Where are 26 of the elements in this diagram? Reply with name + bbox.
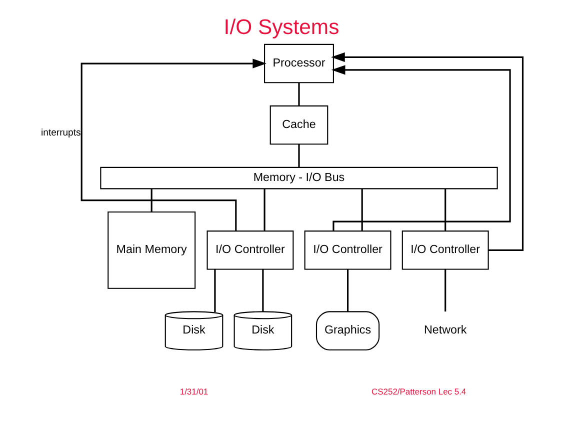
connector <box>298 144 300 168</box>
connector <box>264 188 266 232</box>
arrow <box>331 65 511 231</box>
node-box: I/O Controller <box>402 230 489 270</box>
node-box: Main Memory <box>108 211 196 289</box>
connector <box>150 188 152 212</box>
connector <box>214 269 216 312</box>
edge-label: interrupts <box>41 128 81 139</box>
node-text: Network <box>424 324 467 337</box>
node-box: I/O Controller <box>304 230 392 270</box>
arrow <box>80 58 266 232</box>
connector <box>346 269 349 312</box>
arrow <box>331 52 524 251</box>
connector <box>361 188 363 232</box>
connector <box>444 188 446 232</box>
label: CS252/Patterson Lec 5.4 <box>372 386 466 396</box>
diagram-title: I/O Systems <box>224 16 340 39</box>
node-box: Graphics <box>316 311 380 350</box>
label: 1/31/01 <box>180 386 208 396</box>
connector <box>262 269 264 312</box>
node-box: Processor <box>264 44 334 84</box>
node-box: I/O Controller <box>206 230 294 270</box>
connector <box>444 269 446 312</box>
node-box: Memory - I/O Bus <box>100 166 498 190</box>
connector <box>298 82 300 106</box>
node-box: Cache <box>270 105 328 145</box>
